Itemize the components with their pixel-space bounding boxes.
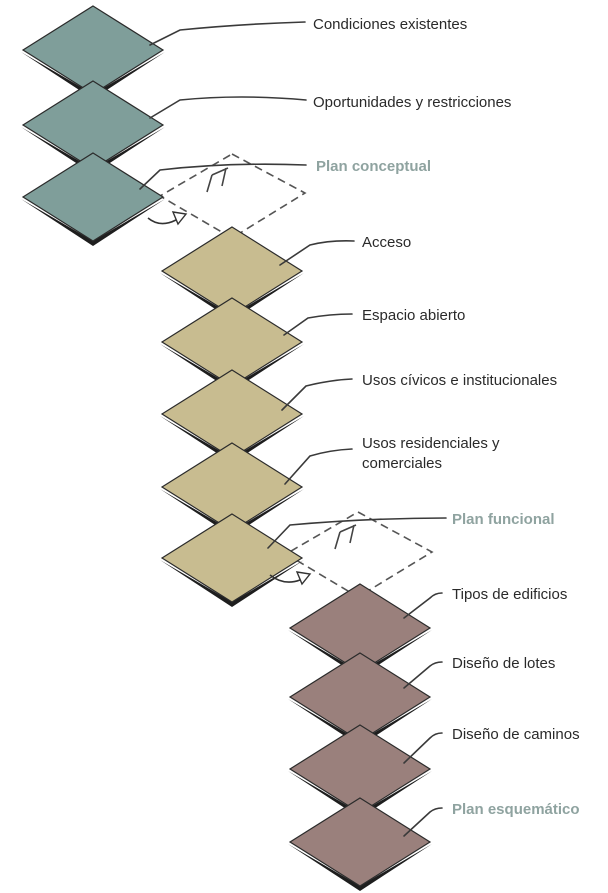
arrow-to-conceptual [147, 211, 188, 226]
label-oportunidades-restricciones: Oportunidades y restricciones [313, 94, 511, 111]
leader-esquematico [403, 807, 443, 837]
layer-tile-existing-3 [21, 152, 165, 246]
stage-label-plan-funcional: Plan funcional [452, 511, 555, 528]
leader-usos-residenciales [284, 448, 353, 485]
leader-condiciones [149, 21, 306, 46]
leader-acceso [279, 240, 355, 266]
label-acceso: Acceso [362, 234, 411, 251]
label-diseno-lotes: Diseño de lotes [452, 655, 555, 672]
leader-oportunidades [149, 96, 307, 119]
arrow-to-functional [269, 571, 312, 586]
label-comerciales: comerciales [362, 455, 442, 472]
leader-espacio [283, 313, 353, 336]
label-diseno-caminos: Diseño de caminos [452, 726, 580, 743]
stage-label-plan-conceptual: Plan conceptual [316, 158, 431, 175]
ghost-conceptual [158, 153, 307, 239]
leader-funcional [267, 517, 447, 549]
leader-tipos [403, 592, 443, 619]
stage-label-plan-esquematico: Plan esquemático [452, 801, 580, 818]
leader-lines [139, 21, 447, 837]
leader-diseno-lotes [403, 661, 443, 689]
label-tipos-edificios: Tipos de edificios [452, 586, 567, 603]
leader-conceptual [139, 163, 307, 190]
layer-tiles [21, 5, 432, 891]
label-usos-civicos: Usos cívicos e institucionales [362, 372, 557, 389]
leader-diseno-caminos [403, 732, 443, 764]
label-espacio-abierto: Espacio abierto [362, 307, 465, 324]
label-usos-residenciales: Usos residenciales y [362, 435, 500, 452]
leader-usos-civicos [281, 378, 353, 411]
layer-tile-functional-4 [288, 797, 432, 891]
layer-tile-conceptual-5 [160, 513, 304, 607]
label-condiciones-existentes: Condiciones existentes [313, 16, 467, 33]
